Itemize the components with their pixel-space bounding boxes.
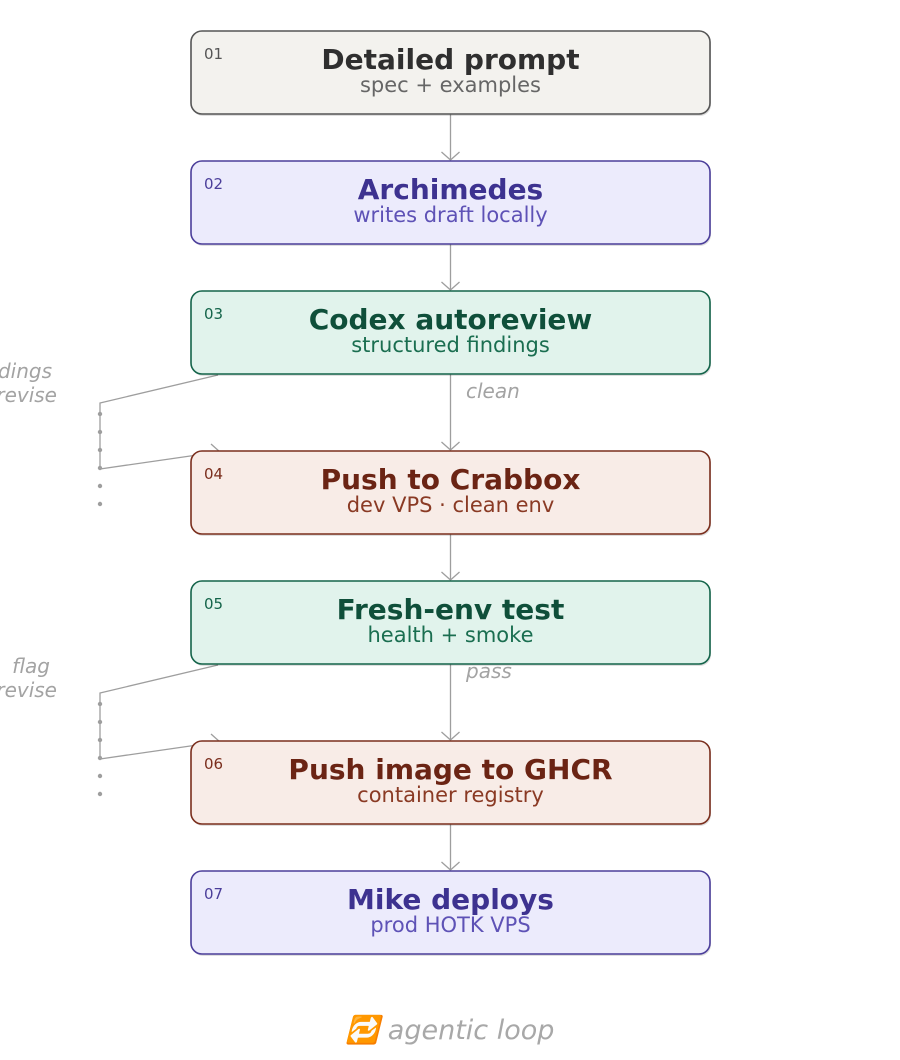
loop-dot xyxy=(97,483,103,489)
loop-path xyxy=(99,374,219,470)
connector-arrowhead xyxy=(441,731,460,741)
step-number: 04 xyxy=(204,465,223,483)
step-subtitle: writes draft locally xyxy=(353,203,547,227)
loop-path xyxy=(99,664,219,760)
step-subtitle: structured findings xyxy=(351,333,550,357)
step-subtitle: prod HOTK VPS xyxy=(370,913,530,937)
loop-label-revise-1: revise xyxy=(0,383,57,407)
loop-dot xyxy=(97,737,103,743)
step-title: Codex autoreview xyxy=(309,303,593,336)
step-box xyxy=(190,740,711,825)
step-box xyxy=(190,580,711,665)
loop-dot xyxy=(97,755,103,761)
step-number: 02 xyxy=(204,175,223,193)
step-box xyxy=(190,450,711,535)
step-title: Push image to GHCR xyxy=(288,753,612,786)
loop-label-flag: flag xyxy=(12,654,50,678)
loop-dot xyxy=(97,501,103,507)
step-box xyxy=(190,30,711,115)
step-number: 07 xyxy=(204,885,223,903)
edge-label-clean: clean xyxy=(466,379,520,403)
loop-dot xyxy=(97,465,103,471)
step-box xyxy=(190,160,711,245)
step-title: Mike deploys xyxy=(347,883,554,916)
edge-labels: clean pass dings revise flag revise xyxy=(0,359,520,702)
loop-label-revise-2: revise xyxy=(0,678,57,702)
connectors xyxy=(441,114,460,871)
connector-arrowhead xyxy=(441,151,460,161)
step-number: 01 xyxy=(204,45,223,63)
step-title: Detailed prompt xyxy=(321,43,579,76)
connector-arrowhead xyxy=(441,861,460,871)
loop-dot xyxy=(97,411,103,417)
step-number: 06 xyxy=(204,755,223,773)
step-title: Fresh-env test xyxy=(337,593,565,626)
loop-dot xyxy=(97,791,103,797)
connector-arrowhead xyxy=(441,281,460,291)
step-box xyxy=(190,870,711,955)
step-title: Archimedes xyxy=(358,173,543,206)
loop-label-findings: dings xyxy=(0,359,52,383)
step-subtitle: health + smoke xyxy=(367,623,533,647)
loop-dot xyxy=(97,701,103,707)
step-subtitle: spec + examples xyxy=(360,73,541,97)
connector-arrowhead xyxy=(441,571,460,581)
step-number: 05 xyxy=(204,595,223,613)
loop-dot xyxy=(97,719,103,725)
connector-arrowhead xyxy=(441,441,460,451)
loop-dot xyxy=(97,429,103,435)
footer-caption: 🔁 agentic loop xyxy=(346,1014,555,1046)
step-subtitle: dev VPS · clean env xyxy=(347,493,555,517)
step-title: Push to Crabbox xyxy=(321,463,581,496)
loop-dot xyxy=(97,773,103,779)
step-number: 03 xyxy=(204,305,223,323)
edge-label-pass: pass xyxy=(465,659,512,683)
step-subtitle: container registry xyxy=(357,783,544,807)
step-box xyxy=(190,290,711,375)
loop-dot xyxy=(97,447,103,453)
feedback-loop-2 xyxy=(97,664,221,797)
